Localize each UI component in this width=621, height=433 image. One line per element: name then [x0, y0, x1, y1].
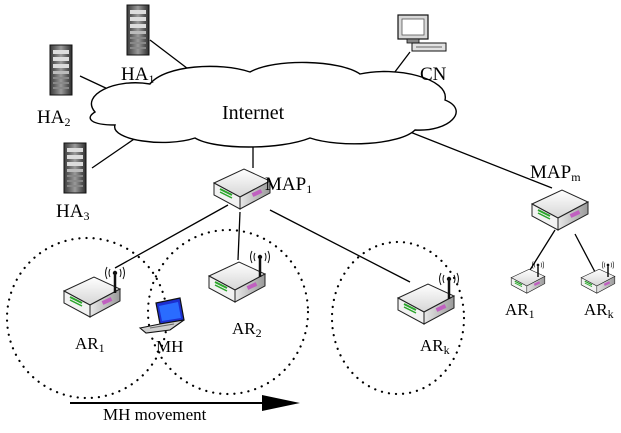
map1-label: MAP1 [265, 174, 312, 196]
link-mapm-ar1 [529, 229, 556, 271]
internet-cloud: Internet [89, 61, 457, 148]
mh-label: MH [156, 337, 183, 356]
mapm-ark-label: ARk [584, 300, 614, 321]
link-ha3-internet [91, 134, 141, 169]
link-map1-ar2 [237, 211, 241, 261]
mapm-label: MAPm [530, 162, 581, 184]
cn-computer-icon [397, 14, 447, 52]
link-map1-ark [269, 209, 411, 283]
ar2-label: AR2 [232, 319, 262, 340]
mapm-ar1-label: AR1 [505, 300, 535, 321]
ha2-label: HA2 [37, 107, 70, 129]
ha1-label: HA1 [121, 64, 154, 86]
map1-router-icon [213, 168, 271, 210]
movement-arrow [70, 395, 300, 411]
ar1-label: AR1 [75, 334, 105, 355]
ha2-server-icon [49, 44, 73, 96]
movement-label: MH movement [103, 405, 207, 424]
ark-coverage-cell [330, 240, 466, 396]
ar2-router-icon [208, 249, 271, 303]
cn-label: CN [420, 64, 447, 85]
mapm-ark-router-icon [580, 260, 616, 294]
ha3-server-icon [63, 142, 87, 194]
ar1-coverage-cell [5, 236, 169, 400]
ha3-label: HA3 [56, 201, 89, 223]
link-map1-ar1 [114, 204, 229, 269]
ar2-coverage-cell [146, 228, 310, 396]
link-mapm-ark [574, 233, 596, 273]
link-internet-mapm [404, 129, 553, 189]
mobile-host-laptop-icon [138, 297, 185, 334]
internet-label: Internet [222, 102, 285, 124]
mapm-ar1-router-icon [510, 260, 546, 294]
ar1-router-icon [63, 265, 126, 318]
ha1-server-icon [126, 4, 150, 56]
ark-label: ARk [420, 336, 450, 357]
mapm-router-icon [531, 189, 589, 231]
